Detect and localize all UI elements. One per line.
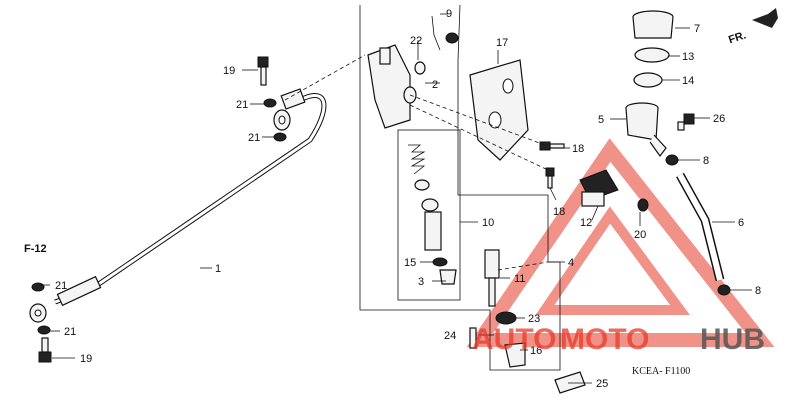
callout-25: 25 bbox=[596, 378, 608, 390]
reservoir-cap bbox=[632, 10, 674, 39]
bolt-19-top bbox=[257, 56, 269, 86]
callout-19-top: 19 bbox=[223, 65, 235, 77]
cotter-25 bbox=[554, 371, 586, 394]
clip-20 bbox=[637, 198, 649, 212]
callout-17: 17 bbox=[496, 37, 508, 49]
callout-2: 2 bbox=[432, 79, 438, 91]
callout-5: 5 bbox=[598, 114, 604, 126]
callout-21-d: 21 bbox=[64, 326, 76, 338]
callout-8-b: 8 bbox=[755, 285, 761, 297]
callout-13: 13 bbox=[682, 51, 694, 63]
washer-21-d bbox=[37, 325, 51, 335]
brake-switch bbox=[579, 169, 619, 207]
bracket-17 bbox=[469, 59, 529, 161]
washer-21-a bbox=[263, 98, 277, 108]
reservoir bbox=[625, 102, 667, 158]
callout-7: 7 bbox=[694, 23, 700, 35]
callout-1: 1 bbox=[215, 263, 221, 275]
washer-21-c bbox=[31, 282, 45, 292]
watermark-hub: HUB bbox=[700, 323, 765, 356]
leader-dash-b bbox=[409, 104, 549, 171]
section-ref: F-12 bbox=[24, 243, 47, 255]
drawing-code: KCEA- F1100 bbox=[632, 366, 690, 377]
callout-18-a: 18 bbox=[572, 143, 584, 155]
bracket-hole-b bbox=[488, 111, 502, 129]
bolt-26 bbox=[677, 113, 695, 131]
callout-21-a: 21 bbox=[236, 99, 248, 111]
watermark-triangle bbox=[466, 138, 775, 347]
callout-6: 6 bbox=[738, 217, 744, 229]
callout-21-c: 21 bbox=[55, 280, 67, 292]
watermark-moto: MOTO bbox=[560, 323, 649, 356]
bolt-18-a bbox=[539, 141, 565, 151]
callout-21-b: 21 bbox=[248, 132, 260, 144]
clamp-8-a bbox=[665, 154, 679, 166]
callout-4: 4 bbox=[568, 257, 574, 269]
callout-15: 15 bbox=[404, 257, 416, 269]
pin-9 bbox=[431, 15, 441, 51]
callout-24: 24 bbox=[444, 330, 456, 342]
plate-14 bbox=[633, 72, 663, 88]
bolt-18-b bbox=[545, 167, 555, 189]
watermark-auto: AUTO bbox=[472, 323, 556, 356]
clamp-8-b bbox=[717, 284, 731, 296]
callout-12: 12 bbox=[580, 217, 592, 229]
callout-leaders bbox=[40, 13, 752, 384]
callout-16: 16 bbox=[530, 345, 542, 357]
callout-19-bottom: 19 bbox=[80, 353, 92, 365]
leader-dash-a bbox=[409, 94, 546, 146]
clip-9 bbox=[445, 32, 459, 44]
master-cylinder bbox=[367, 44, 417, 129]
brake-hose bbox=[29, 88, 327, 323]
watermark-text: AUTO MOTO HUB bbox=[472, 323, 765, 356]
callout-3: 3 bbox=[418, 276, 424, 288]
callout-20: 20 bbox=[634, 229, 646, 241]
push-rod bbox=[484, 249, 517, 325]
pin-24 bbox=[469, 327, 477, 349]
leader-dash-d bbox=[497, 261, 549, 271]
callout-14: 14 bbox=[682, 75, 694, 87]
clevis-16 bbox=[504, 342, 526, 368]
leader-dash-c bbox=[284, 54, 366, 101]
callout-22: 22 bbox=[410, 35, 422, 47]
callout-23: 23 bbox=[528, 313, 540, 325]
diaphragm-13 bbox=[634, 47, 670, 63]
callout-26: 26 bbox=[713, 113, 725, 125]
piston-kit bbox=[397, 129, 461, 301]
oring-22 bbox=[414, 61, 426, 75]
front-direction-arrow bbox=[752, 8, 778, 28]
washer-21-b bbox=[273, 132, 287, 142]
bracket-hole-a bbox=[502, 78, 514, 94]
callout-18-b: 18 bbox=[553, 206, 565, 218]
callout-8-a: 8 bbox=[703, 155, 709, 167]
direction-label: FR. bbox=[727, 29, 748, 46]
bolt-19-bottom bbox=[38, 337, 52, 363]
callout-9: 9 bbox=[446, 8, 452, 20]
callout-11: 11 bbox=[514, 273, 525, 285]
callout-10: 10 bbox=[482, 217, 494, 229]
